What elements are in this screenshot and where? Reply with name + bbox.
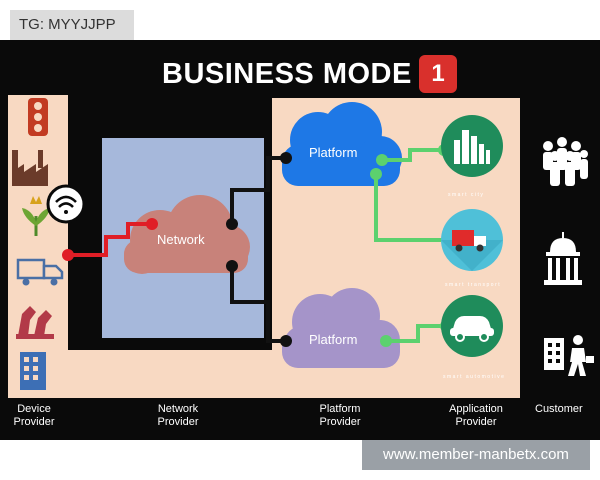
watermark: www.member-manbetx.com	[362, 440, 590, 470]
city-skyline-icon	[454, 130, 490, 164]
smart-city-caption: smart city	[448, 192, 485, 198]
network-platform-connectors	[230, 156, 286, 343]
car-icon	[450, 316, 494, 342]
device-network-connector	[62, 218, 158, 261]
network-cloud-label: Network	[157, 232, 205, 247]
platform-cloud-top	[282, 102, 402, 186]
smart-transport-caption: smart transport	[445, 282, 502, 288]
network-provider-label: Network Provider	[157, 403, 199, 428]
wifi-icon	[46, 184, 86, 224]
page-title: BUSINESS MODE	[162, 58, 412, 90]
network-node-bottom	[226, 260, 238, 272]
platform-node-bottom	[280, 335, 292, 347]
application-provider-label: Application Provider	[449, 403, 503, 428]
crowd-icon	[543, 137, 588, 186]
title-badge: 1	[419, 55, 457, 93]
building-icon	[20, 352, 46, 390]
device-provider-label: Device Provider	[13, 403, 55, 428]
app-smart-transport	[441, 209, 503, 271]
network-cloud	[124, 195, 250, 274]
robot-arm-icon	[16, 306, 54, 339]
platform-provider-label: Platform Provider	[319, 403, 361, 428]
business-person-icon	[544, 335, 594, 376]
platform-cloud-bottom	[282, 288, 400, 368]
plant-icon	[22, 196, 50, 236]
transport-truck-icon	[452, 230, 486, 252]
truck-icon	[16, 258, 64, 286]
top-tag: TG: MYYJJPP	[10, 10, 134, 40]
factory-icon	[12, 150, 48, 186]
platform-node-top	[280, 152, 292, 164]
app-smart-automotive	[441, 295, 503, 357]
traffic-light-icon	[28, 98, 48, 136]
network-node-top	[226, 218, 238, 230]
smart-automotive-caption: smart automotive	[443, 374, 506, 380]
platform-bottom-label: Platform	[309, 332, 358, 347]
device-area	[8, 95, 68, 398]
platform-application-connectors	[374, 148, 448, 343]
customer-label: Customer	[535, 403, 583, 415]
government-building-icon	[544, 232, 582, 285]
app-smart-city	[441, 115, 503, 177]
platform-top-label: Platform	[309, 145, 358, 160]
